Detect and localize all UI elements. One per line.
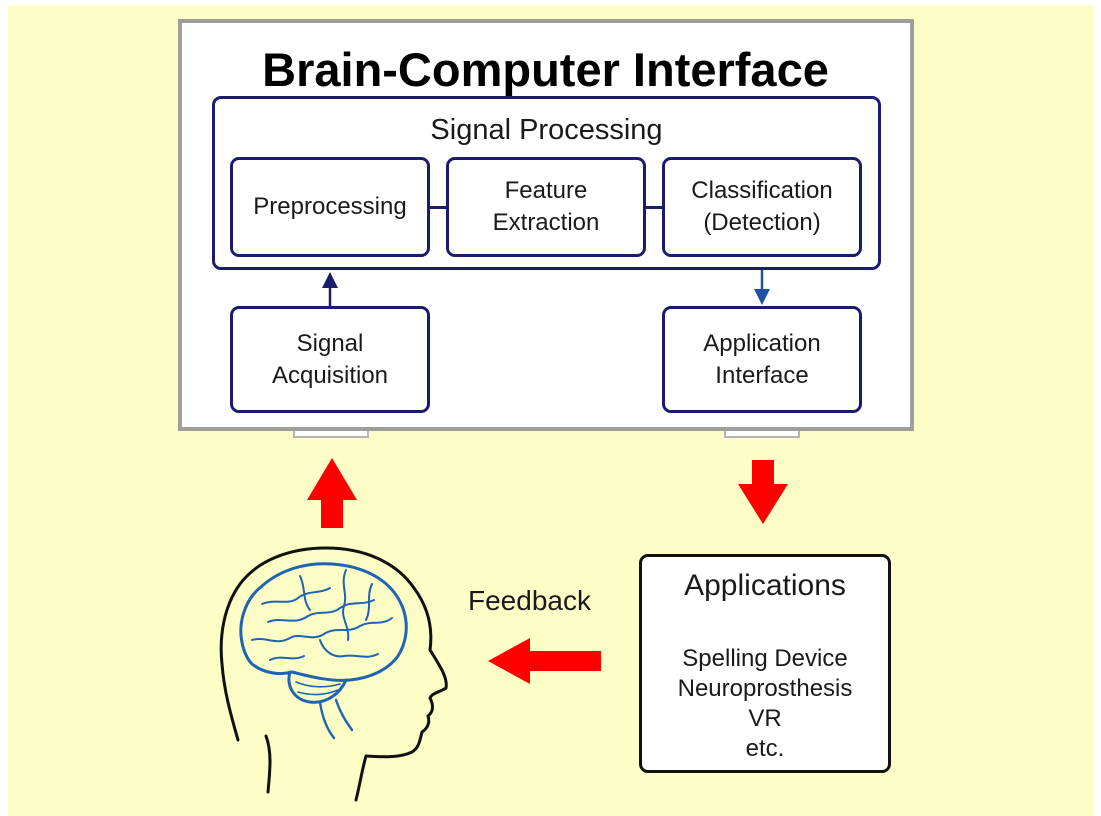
signal-acquisition-box: Signal Acquisition <box>230 306 430 413</box>
connector-feature-classification <box>646 206 662 209</box>
classification-box: Classification (Detection) <box>662 157 862 257</box>
feedback-label: Feedback <box>468 585 591 616</box>
preprocessing-label: Preprocessing <box>253 193 407 220</box>
acquisition-to-preprocessing-arrow <box>322 272 338 306</box>
application-item: Neuroprosthesis <box>677 675 853 702</box>
signal-processing-title: Signal Processing <box>430 114 663 146</box>
application-interface-box: Application Interface <box>662 306 862 413</box>
red-up-arrow-icon <box>307 458 357 528</box>
signal-acquisition-label-line-1: Signal <box>296 329 364 357</box>
diagram-title: Brain-Computer Interface <box>262 43 829 96</box>
input-port <box>293 431 369 438</box>
application-item: Spelling Device <box>682 645 848 672</box>
output-port <box>724 431 800 438</box>
application-interface-label-line-1: Application <box>703 329 821 357</box>
red-down-arrow-icon <box>738 460 788 524</box>
applications-box <box>639 554 891 773</box>
preprocessing-box: Preprocessing <box>230 157 430 257</box>
applications-list: Spelling Device Neuroprosthesis VR etc. <box>639 644 891 764</box>
application-item: etc. <box>745 735 785 762</box>
feature-extraction-label-line-1: Feature <box>504 177 588 204</box>
red-left-arrow-icon <box>488 638 601 684</box>
signal-acquisition-label-line-2: Acquisition <box>271 361 389 389</box>
application-item: VR <box>748 705 782 732</box>
classification-label-line-1: Classification <box>691 177 833 204</box>
feature-extraction-box: Feature Extraction <box>446 157 646 257</box>
connector-preprocessing-feature <box>430 206 446 209</box>
application-interface-label-line-2: Interface <box>715 361 809 389</box>
human-head-with-brain-icon <box>219 546 448 802</box>
classification-label-line-2: (Detection) <box>703 209 821 236</box>
classification-to-interface-arrow <box>754 270 770 305</box>
applications-title: Applications <box>684 569 846 602</box>
feature-extraction-label-line-2: Extraction <box>492 209 600 236</box>
